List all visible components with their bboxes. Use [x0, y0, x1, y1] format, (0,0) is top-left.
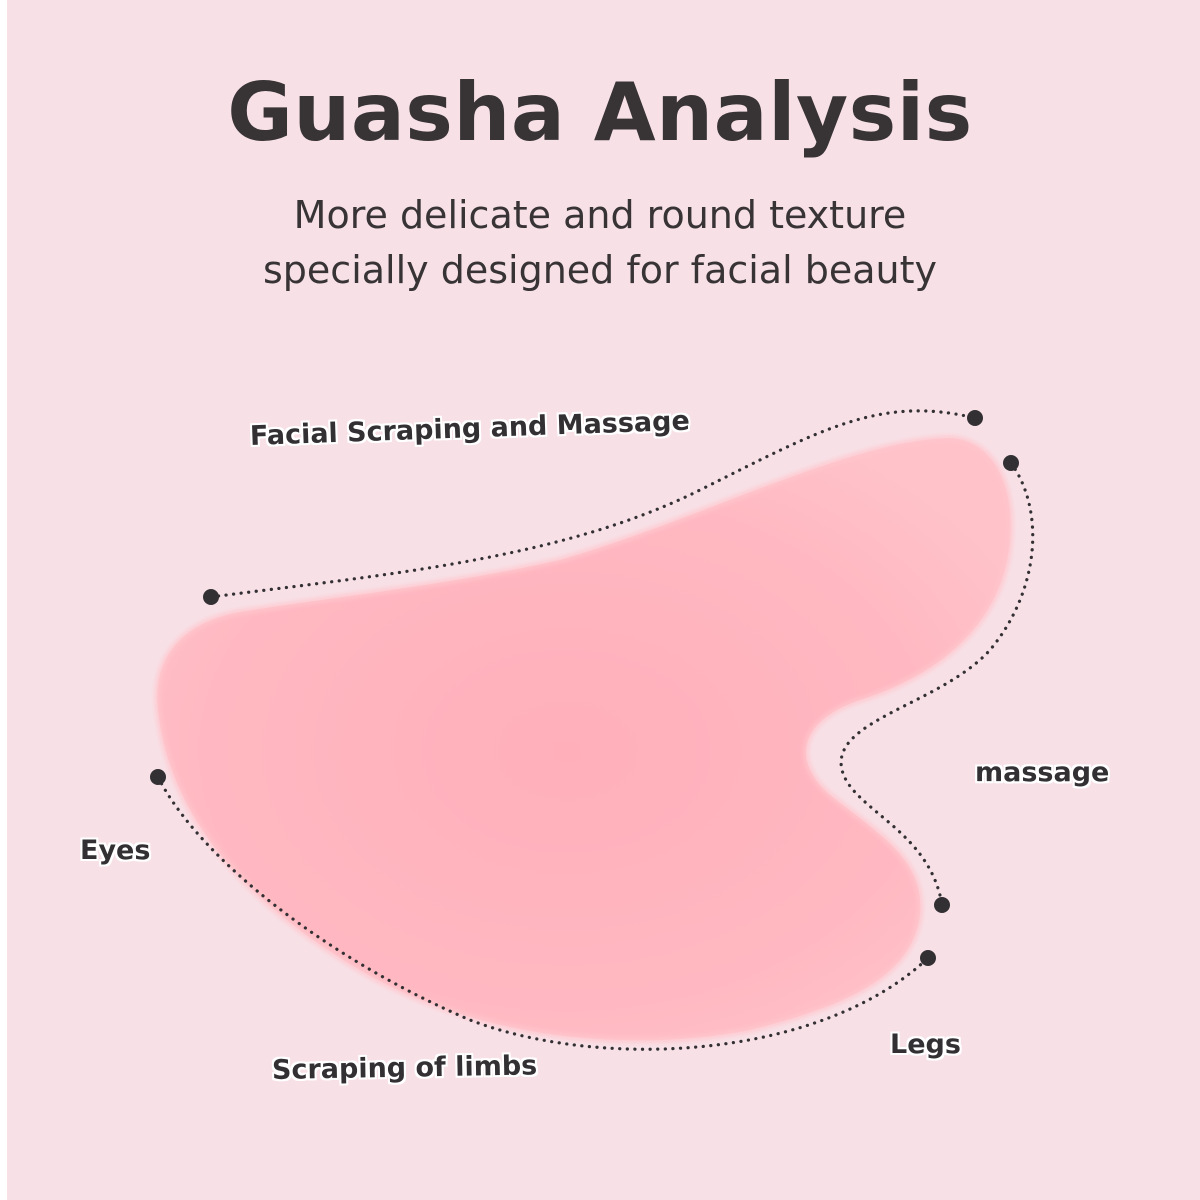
guide-line-limbs [156, 775, 930, 1051]
dot-eyes [150, 769, 166, 785]
guide-line-facial [209, 409, 977, 599]
guasha-stone-shape [157, 438, 1011, 1041]
subtitle-line-1: More delicate and round texture [293, 193, 907, 237]
label-massage: massage [975, 757, 1110, 788]
label-scraping-limbs: Scraping of limbs [271, 1050, 538, 1086]
label-eyes: Eyes [80, 835, 151, 866]
dot-massage-start [1003, 455, 1019, 471]
subtitle-line-2: specially designed for facial beauty [263, 248, 937, 292]
dot-legs [920, 950, 936, 966]
page-subtitle: More delicate and round texture speciall… [0, 188, 1200, 298]
page-title: Guasha Analysis [227, 66, 973, 159]
dot-facial-end [967, 410, 983, 426]
guasha-stone-edge [154, 434, 1014, 1044]
label-legs: Legs [890, 1029, 961, 1060]
dot-massage-end [934, 897, 950, 913]
dot-facial-start [203, 589, 219, 605]
